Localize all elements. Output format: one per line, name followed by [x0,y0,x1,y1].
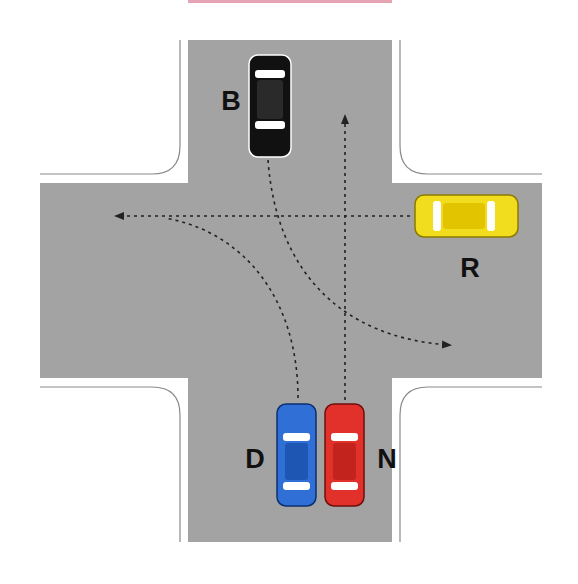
travel-paths [116,116,450,400]
car-yellow [415,195,518,237]
car-label: D [245,446,265,473]
car-label: R [460,255,480,282]
frame [0,3,578,584]
car-red [325,404,364,506]
car-label: B [221,88,241,115]
car-black [249,55,291,157]
car-blue [277,404,316,506]
road [40,183,542,378]
car-label: N [377,446,397,473]
curb-lines [40,40,542,542]
